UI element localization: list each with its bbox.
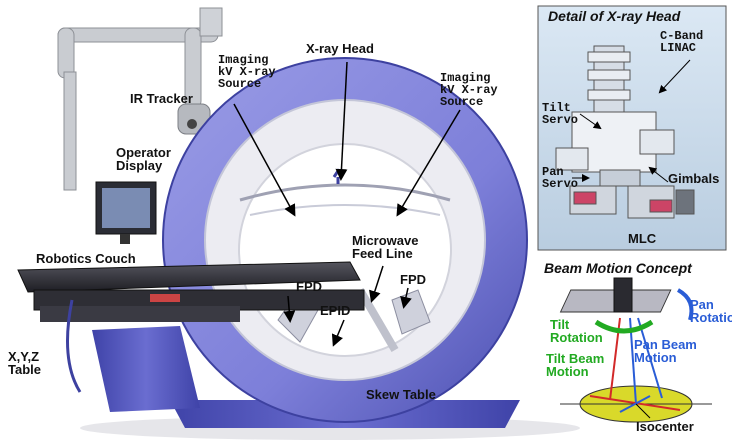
fpd-right-label: FPD: [400, 272, 426, 287]
c-band-linac-label: C-Band LINAC: [660, 29, 704, 55]
ir-tracker-arm: [57, 7, 223, 135]
beam-motion-drawing: [559, 277, 712, 423]
xyz-table-label: X,Y,Z Table: [8, 349, 41, 377]
mlc-label: MLC: [628, 231, 657, 246]
operator-display: [63, 71, 157, 244]
imaging-source-right-label: Imaging kV X-ray Source: [440, 71, 498, 109]
pan-rotation-label: Pan Rotation: [690, 297, 732, 325]
gimbals-label: Gimbals: [668, 171, 720, 186]
isocenter-label: Isocenter: [636, 419, 694, 434]
pan-servo-label: Pan Servo: [542, 165, 579, 191]
fpd-left-label: FPD: [296, 279, 322, 294]
skew-table-label: Skew Table: [366, 387, 436, 402]
epid-label: EPID: [320, 303, 351, 318]
xray-head-label: X-ray Head: [306, 41, 374, 56]
xray-head-drawing: [555, 45, 695, 219]
robotics-couch-label: Robotics Couch: [36, 251, 136, 266]
beam-concept-title: Beam Motion Concept: [544, 260, 692, 276]
epid-arm: [356, 287, 399, 353]
microwave-feed-line-label: Microwave Feed Line: [352, 233, 419, 261]
robotics-couch: [17, 261, 365, 412]
couch-base: [92, 326, 200, 412]
leader-arrows: [233, 61, 461, 347]
ir-tracker-label: IR Tracker: [130, 91, 193, 106]
tilt-rotation-label: Tilt Rotation: [550, 317, 603, 345]
tilt-servo-label: Tilt Servo: [542, 101, 579, 127]
imaging-source-left-label: Imaging kV X-ray Source: [218, 53, 276, 91]
operator-display-label: Operator Display: [116, 145, 171, 173]
pan-beam-motion-label: Pan Beam Motion: [634, 337, 697, 365]
detail-panel-title: Detail of X-ray Head: [548, 8, 681, 24]
tilt-beam-motion-label: Tilt Beam Motion: [546, 351, 605, 379]
